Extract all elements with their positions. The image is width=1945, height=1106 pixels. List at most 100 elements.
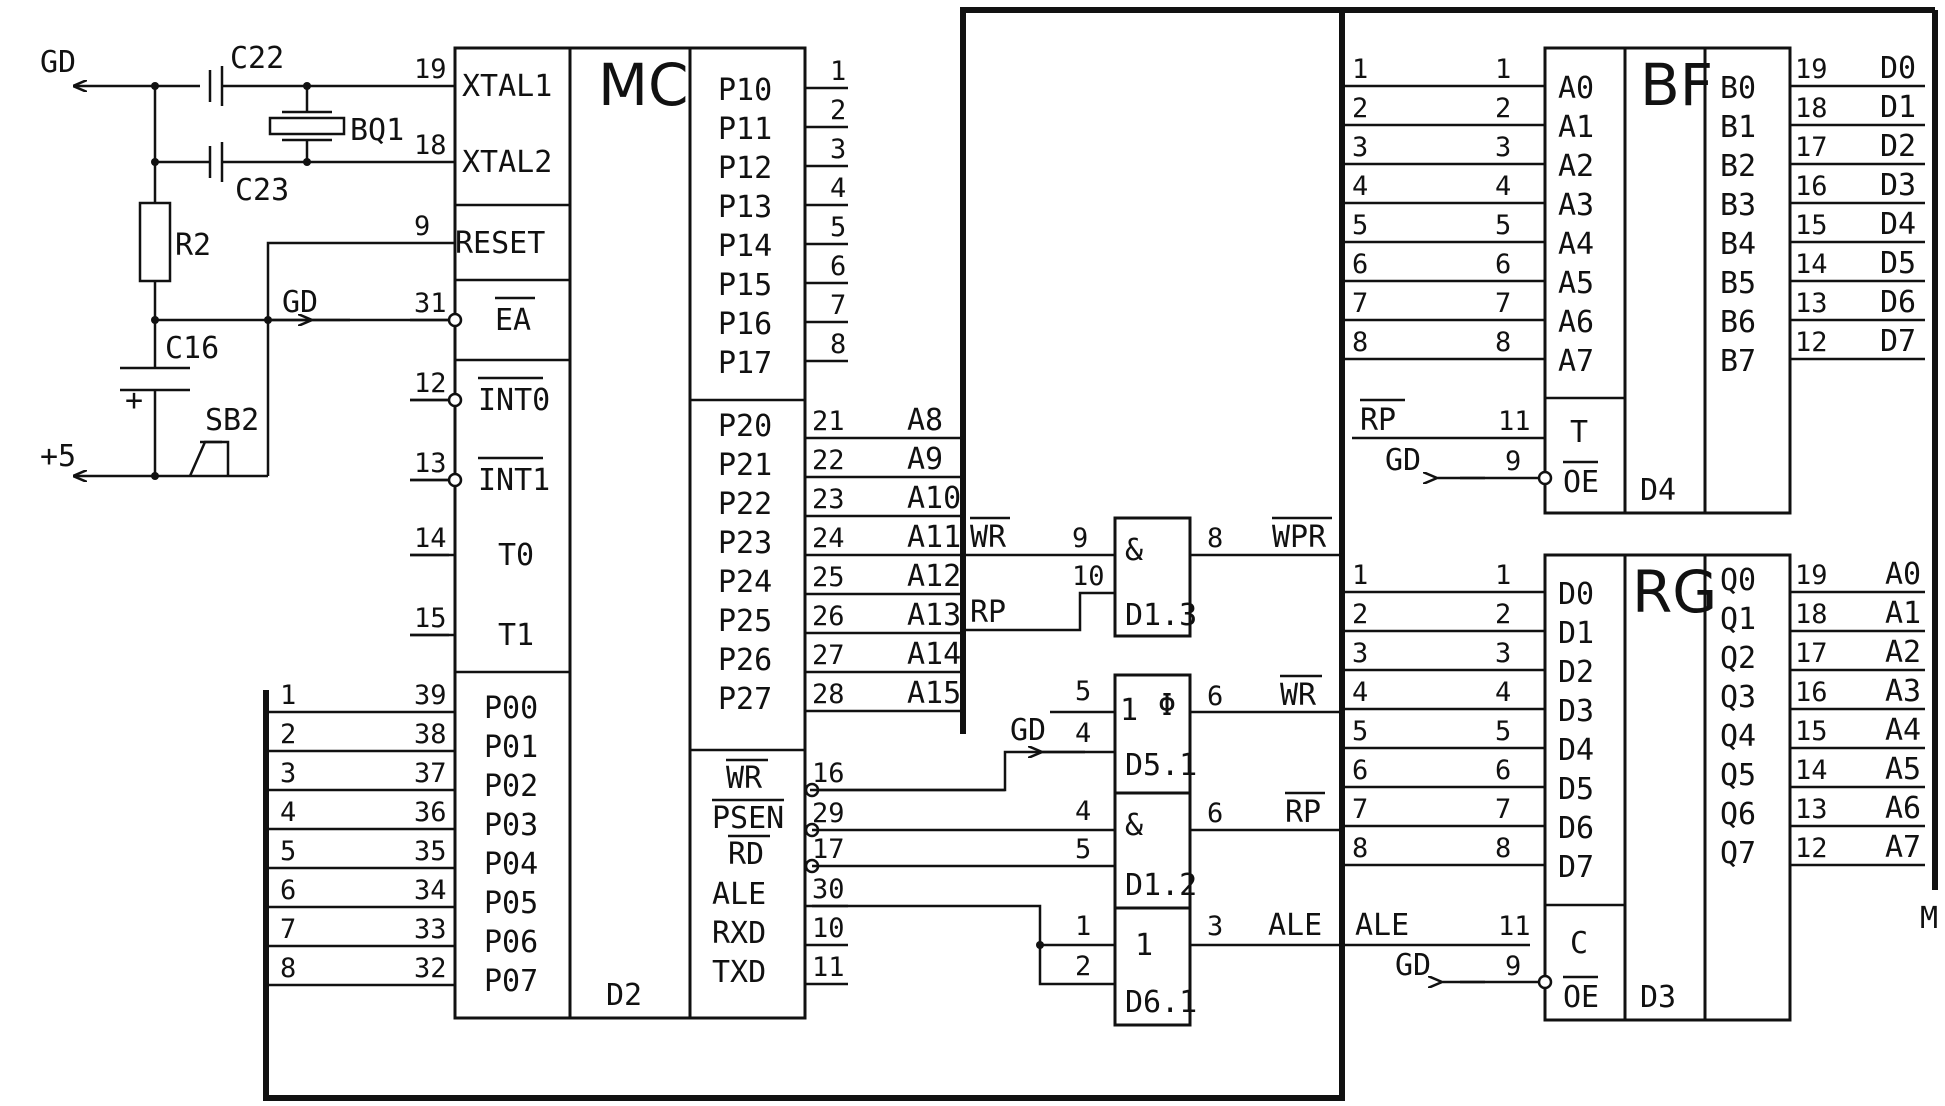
mc-p2-name: P21 [718,448,772,483]
rg-ref: D3 [1640,980,1676,1015]
bf-in-pin-num: 3 [1495,132,1511,163]
mc-p0-bus-num: 6 [280,875,296,906]
bf-a-name: A1 [1558,110,1594,145]
bf-gd: GD [1385,443,1421,478]
bf-ref: D4 [1640,473,1676,508]
rg-oe-num: 9 [1505,951,1521,982]
bf-oe-num: 9 [1505,446,1521,477]
mc-p0-pin-num: 32 [414,953,447,984]
bf-d-sig: D1 [1880,90,1916,125]
mc-p2-addr-sig: A11 [907,520,961,555]
mc-p0-name: P07 [484,964,538,999]
rg-d-name: D4 [1558,733,1594,768]
bf-a-name: A7 [1558,344,1594,379]
mc-p2-pin-num: 22 [812,445,845,476]
rg-q-name: Q2 [1720,641,1756,676]
bf-a-name: A0 [1558,71,1594,106]
mc-p0-bus-num: 1 [280,680,296,711]
mc-left-pin-name: RESET [455,226,545,261]
mc-p1-pin-num: 7 [830,290,846,321]
bf-b-name: B4 [1720,227,1756,262]
rg-in-pin-num: 8 [1495,833,1511,864]
bf-a-name: A6 [1558,305,1594,340]
mc-p2-name: P26 [718,643,772,678]
d12-in2-num: 5 [1075,834,1091,865]
d12-ref: D1.2 [1125,868,1197,903]
d51-symbol: 1 [1120,693,1138,728]
mc-p2-addr-sig: A15 [907,676,961,711]
rg-in-pin-num: 2 [1495,599,1511,630]
mc-p1-name: P11 [718,112,772,147]
mc-p0-bus-num: 4 [280,797,296,828]
bf-bus-num: 3 [1352,132,1368,163]
mc-left-pin-name: EA [495,303,531,338]
mc-p3-pin-num: 17 [812,834,845,865]
bf-in-pin-num: 8 [1495,327,1511,358]
bf-bus-num: 4 [1352,171,1368,202]
bf-d-sig: D3 [1880,168,1916,203]
rg-d-name: D0 [1558,577,1594,612]
mc-p2-addr-sig: A9 [907,442,943,477]
rg-q-name: Q6 [1720,797,1756,832]
mc-p1-pin-num: 2 [830,95,846,126]
rg-c-num: 11 [1498,911,1531,942]
mc-p2-pin-num: 27 [812,640,845,671]
bf-t-label: T [1570,415,1588,450]
mc-p3-pin-num: 10 [812,913,845,944]
rg-in-pin-num: 5 [1495,716,1511,747]
rg-a-sig: A7 [1885,830,1921,865]
bf-b-name: B5 [1720,266,1756,301]
mc-p0-pin-num: 35 [414,836,447,867]
bf-in-pin-num: 7 [1495,288,1511,319]
mc-p2-name: P20 [718,409,772,444]
mc-p0-name: P00 [484,691,538,726]
rg-c-label: C [1570,926,1588,961]
gate-d13 [965,516,1342,638]
mc-p3-name: WR [726,761,763,796]
gd-label-top: GD [40,45,76,80]
mc-p0-bus-num: 7 [280,914,296,945]
bf-out-pin-num: 15 [1795,210,1828,241]
mc-p0-bus-num: 3 [280,758,296,789]
bf-d-sig: D6 [1880,285,1916,320]
c22-label: C22 [230,41,284,76]
bf-in-pin-num: 4 [1495,171,1511,202]
mc-chip-d2 [453,46,807,1020]
mc-p3-name: TXD [712,955,766,990]
bf-out-pin-num: 13 [1795,288,1828,319]
d51-ref: D5.1 [1125,748,1197,783]
rg-a-sig: A5 [1885,752,1921,787]
bf-bus-num: 7 [1352,288,1368,319]
bf-b-name: B2 [1720,149,1756,184]
mc-p1-pin-num: 1 [830,56,846,87]
mc-p3-name: RD [728,837,764,872]
mc-ref: D2 [606,978,642,1013]
mc-p0-pin-num: 39 [414,680,447,711]
rg-d-name: D6 [1558,811,1594,846]
rg-d-name: D3 [1558,694,1594,729]
mc-p1-name: P14 [718,229,772,264]
mc-p1-name: P13 [718,190,772,225]
bf-a-name: A2 [1558,149,1594,184]
d61-in1-num: 1 [1075,911,1091,942]
r2-label: R2 [175,228,211,263]
bf-bus-num: 5 [1352,210,1368,241]
d61-symbol: 1 [1135,928,1153,963]
bf-b-name: B1 [1720,110,1756,145]
plus5-label: +5 [40,439,76,474]
rg-out-pin-num: 18 [1795,599,1828,630]
rg-title: RG [1632,558,1717,626]
bf-in-pin-num: 1 [1495,54,1511,85]
rg-a-sig: A0 [1885,557,1921,592]
bf-bus-num: 8 [1352,327,1368,358]
bf-b-name: B7 [1720,344,1756,379]
d13-rp-sig: RP [970,595,1006,630]
bf-a-name: A4 [1558,227,1594,262]
mc-left-pin-name: XTAL1 [462,69,552,104]
mc-p2-addr-sig: A12 [907,559,961,594]
d61-out-sig: ALE [1268,908,1322,943]
mc-left-pin-name: T0 [498,538,534,573]
